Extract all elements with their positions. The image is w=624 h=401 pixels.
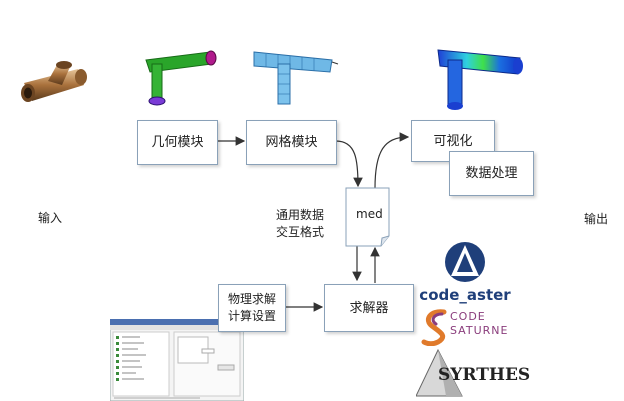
data-processing-box: 数据处理 [449,151,534,196]
arrow-mesh-to-med [335,140,363,188]
physics-setup-box: 物理求解 计算设置 [218,284,286,332]
data-processing-label: 数据处理 [465,166,518,181]
visualization-label: 可视化 [433,133,473,149]
geometry-module-label: 几何模块 [151,135,204,150]
colored-tee-result-icon [437,49,523,110]
solver-settings-window-icon [110,319,244,401]
syrthes-text: SYRTHES [438,365,531,385]
code-aster-mark-icon [445,242,485,282]
solver-box: 求解器 [324,284,414,332]
mesh-module-box: 网格模块 [246,120,337,165]
med-label: med [356,207,383,221]
syrthes-pyramid-icon [416,348,463,397]
mesh-module-label: 网格模块 [265,135,318,150]
geometry-module-box: 几何模块 [137,120,218,165]
green-tee-geometry-icon [145,50,217,106]
input-label: 输入 [38,211,63,225]
blue-tee-mesh-icon [253,51,339,105]
solver-label: 求解器 [349,300,389,316]
syrthes-logo: SYRTHES [416,348,530,398]
physics-setup-label: 物理求解 计算设置 [227,292,276,323]
brass-tee-fitting-icon [21,61,87,102]
code-saturne-logo: CODE SATURNE [420,308,518,346]
saturne-swirl-icon [421,309,447,346]
code-saturne-line1: CODE [450,310,486,323]
code-aster-logo: code_aster [415,240,515,304]
arrow-med-to-visualization [374,132,410,189]
output-label: 输出 [584,212,609,226]
med-format-label: 通用数据 交互格式 [276,208,325,239]
code-aster-text: code_aster [419,286,511,304]
code-saturne-line2: SATURNE [450,324,509,337]
